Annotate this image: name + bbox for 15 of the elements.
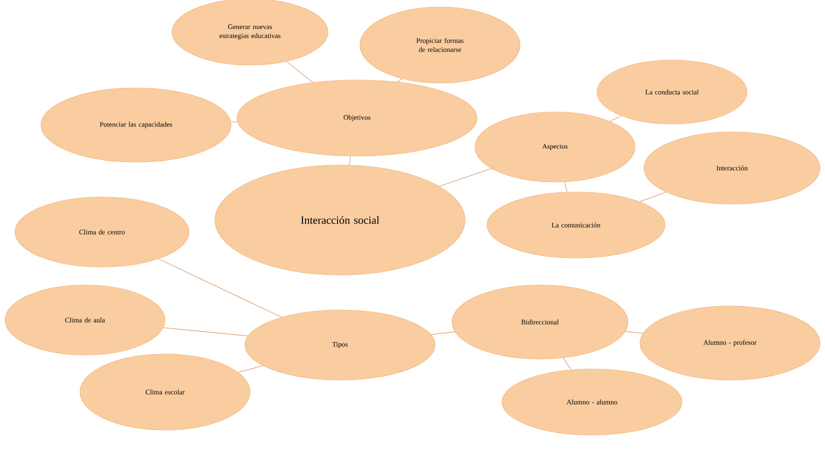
connector-line [230, 121, 238, 122]
connector-line [163, 327, 248, 336]
connector-line [439, 168, 492, 187]
connector-line [238, 365, 264, 373]
connector-line [564, 182, 568, 192]
connector-line [563, 358, 572, 370]
connector-line [398, 78, 402, 82]
connector-line [639, 192, 666, 202]
connector-line [625, 331, 644, 334]
connector-line [610, 116, 622, 122]
ellipse-node: Interacción social [214, 164, 466, 276]
connector-line [348, 156, 351, 166]
connector-line [430, 332, 456, 335]
connector-line [158, 258, 282, 318]
connector-line [286, 61, 313, 83]
